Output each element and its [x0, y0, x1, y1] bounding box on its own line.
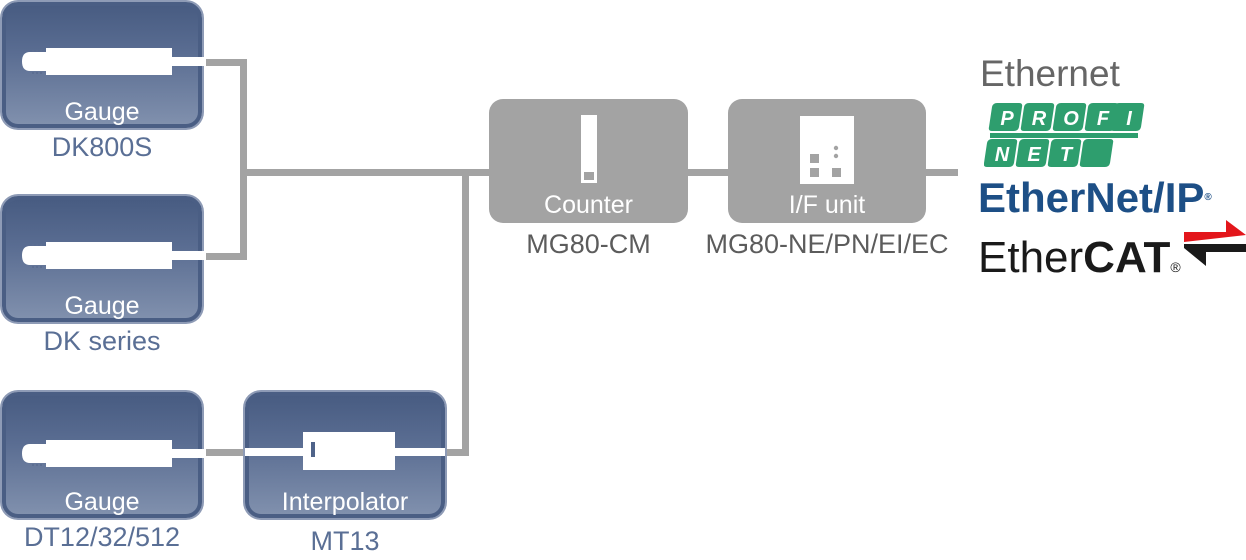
interpolator-box: Interpolator — [245, 392, 445, 518]
ethernetip-part1: Ether — [978, 174, 1086, 221]
profinet-logo: P R O F I N E T — [984, 103, 1145, 167]
connector-interpolator-right — [446, 449, 469, 456]
if-unit-label: I/F unit — [788, 191, 866, 219]
profinet-letter: P — [1000, 108, 1014, 130]
connector-counter-if — [688, 169, 728, 176]
connector-gauge2-right — [203, 253, 247, 260]
profinet-letter: F — [1097, 108, 1110, 130]
gauge-label: Gauge — [64, 292, 140, 320]
connector-interpolator-vertical — [462, 169, 469, 456]
gauge-model-dk800s: DK800S — [51, 132, 153, 162]
profinet-letter: R — [1032, 108, 1047, 130]
profinet-letter: E — [1027, 144, 1041, 166]
ethercat-part1: Ether — [978, 233, 1084, 282]
counter-icon — [581, 115, 597, 183]
if-unit-icon — [800, 116, 854, 184]
interpolator-icon — [245, 432, 445, 470]
interpolator-model: MT13 — [310, 526, 380, 556]
gauge-model-dt: DT12/32/512 — [23, 522, 181, 552]
connector-main-horizontal — [240, 169, 490, 176]
gauge-box-dt: Gauge — [2, 392, 206, 518]
if-unit-model: MG80-NE/PN/EI/EC — [705, 229, 949, 259]
profinet-letter: N — [995, 144, 1010, 166]
ethernetip-part2: Net/IP — [1085, 174, 1205, 221]
ethercat-part2: CAT — [1083, 233, 1171, 282]
counter-model: MG80-CM — [526, 229, 651, 259]
interpolator-label: Interpolator — [281, 488, 409, 516]
gauge-box-dk800s: Gauge — [2, 2, 206, 128]
gauge-probe-icon — [22, 440, 206, 467]
gauge-probe-icon — [22, 48, 206, 75]
gauge-label: Gauge — [64, 488, 140, 516]
gauge-label: Gauge — [64, 98, 140, 126]
gauge-probe-icon — [22, 242, 206, 269]
gauge-model-dk-series: DK series — [43, 326, 161, 356]
counter-box: Counter — [489, 99, 688, 223]
ethercat-logo: EtherCAT® — [978, 234, 1181, 291]
ethernetip-reg: ® — [1204, 192, 1212, 203]
ethernetip-logo: EtherNet/IP® — [978, 175, 1212, 221]
profinet-letter: T — [1060, 144, 1074, 166]
ethercat-arrows-icon — [1184, 220, 1246, 266]
ethernet-title: Ethernet — [980, 53, 1120, 94]
counter-label: Counter — [544, 191, 633, 219]
profinet-letter: I — [1126, 108, 1132, 130]
if-unit-box: I/F unit — [728, 99, 926, 223]
connector-if-network — [926, 169, 958, 176]
connector-gauge1-right — [203, 59, 247, 66]
ethercat-reg: ® — [1170, 259, 1181, 275]
gauge-box-dk-series: Gauge — [2, 196, 206, 322]
connector-gauge3-interpolator — [203, 449, 245, 456]
profinet-letter: O — [1063, 108, 1079, 130]
connector-vertical-gauges — [240, 59, 247, 260]
